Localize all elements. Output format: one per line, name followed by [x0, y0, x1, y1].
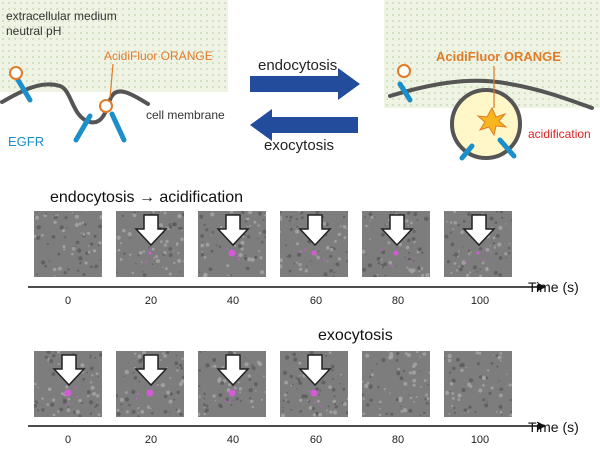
probe-pointer-line-left: [109, 63, 114, 99]
timeline1-frame-2: [198, 211, 266, 277]
timeline2-frame-0: [34, 351, 102, 417]
timeline2-frame-4: [362, 351, 430, 417]
timeline1-tick: 60: [309, 295, 323, 307]
down-arrow-icon: [298, 214, 332, 247]
down-arrow-icon: [216, 214, 250, 247]
timeline2-title: exocytosis: [318, 327, 393, 344]
fluorescent-spot: [311, 250, 317, 256]
down-arrow-icon: [462, 214, 496, 247]
membrane-right: [388, 78, 594, 110]
timeline1-frame-1: [116, 211, 184, 277]
exocytosis-label: exocytosis: [264, 137, 335, 154]
down-arrow-icon: [134, 214, 168, 247]
membrane-label: cell membrane: [146, 108, 225, 122]
fluorescent-spot: [64, 389, 72, 397]
egfr-receptor-surface: [15, 77, 33, 103]
activated-probe-star: [476, 106, 508, 137]
probe-circle-pit: [99, 99, 113, 113]
timeline2-tick: 80: [391, 434, 405, 446]
down-arrow-icon: [298, 354, 332, 387]
down-arrow-icon: [380, 214, 414, 247]
fluorescent-spot: [310, 389, 318, 397]
timeline2-tick: 20: [144, 434, 158, 446]
timeline2-frame-2: [198, 351, 266, 417]
extracellular-medium-left: [0, 0, 228, 92]
timeline2-tick: 100: [470, 434, 490, 446]
receptor-label: EGFR: [8, 134, 45, 149]
endocytosis-arrow: [250, 68, 360, 100]
fluorescent-spot: [228, 249, 236, 257]
timeline2-tick: 40: [226, 434, 240, 446]
exocytosis-arrow: [250, 109, 358, 141]
egfr-receptor-endosome-a: [459, 143, 475, 161]
probe-label-right: AcidiFluor ORANGE: [436, 49, 561, 64]
timeline1-tick: 40: [226, 295, 240, 307]
fluorescent-spot: [228, 389, 236, 397]
fluorescent-spot: [146, 389, 154, 397]
down-arrow-icon: [52, 354, 86, 387]
probe-label-left: AcidiFluor ORANGE: [104, 49, 213, 63]
egfr-receptor-endosome-b: [497, 137, 517, 159]
timeline2-tick: 0: [64, 434, 72, 446]
medium-label-line2: neutral pH: [6, 24, 62, 38]
timeline2-axis-label: Time (s): [528, 419, 579, 435]
timeline1-frame-3: [280, 211, 348, 277]
timeline1-tick: 80: [391, 295, 405, 307]
probe-circle-surface: [9, 66, 23, 80]
fluorescent-spot: [393, 250, 399, 256]
timeline2-frame-3: [280, 351, 348, 417]
schematic-drawing: [0, 63, 594, 161]
timeline1-axis-label: Time (s): [528, 279, 579, 295]
egfr-receptor-pit-b: [109, 111, 127, 143]
egfr-receptor-right-surface: [397, 81, 413, 103]
timeline1-title: endocytosis → acidification: [50, 189, 243, 206]
timeline1-tick: 0: [64, 295, 72, 307]
acidification-label: acidification: [528, 127, 591, 141]
down-arrow-icon: [134, 354, 168, 387]
timeline1-axis: [28, 283, 546, 291]
timeline1-frame-4: [362, 211, 430, 277]
timeline2-frame-5: [444, 351, 512, 417]
timeline1-frame-0: [34, 211, 102, 277]
endocytosis-label: endocytosis: [258, 57, 338, 74]
medium-label-line1: extracellular medium: [6, 9, 117, 23]
timeline2-tick: 60: [309, 434, 323, 446]
timeline1-frame-5: [444, 211, 512, 277]
down-arrow-icon: [216, 354, 250, 387]
timeline2-axis: [28, 422, 546, 430]
probe-circle-right: [397, 64, 411, 78]
egfr-receptor-pit-a: [73, 113, 93, 143]
timeline2-frame-1: [116, 351, 184, 417]
fluorescent-spot: [476, 251, 480, 255]
fluorescent-spot: [148, 251, 152, 255]
membrane-left: [0, 82, 150, 125]
timeline1-tick: 100: [470, 295, 490, 307]
timeline1-tick: 20: [144, 295, 158, 307]
